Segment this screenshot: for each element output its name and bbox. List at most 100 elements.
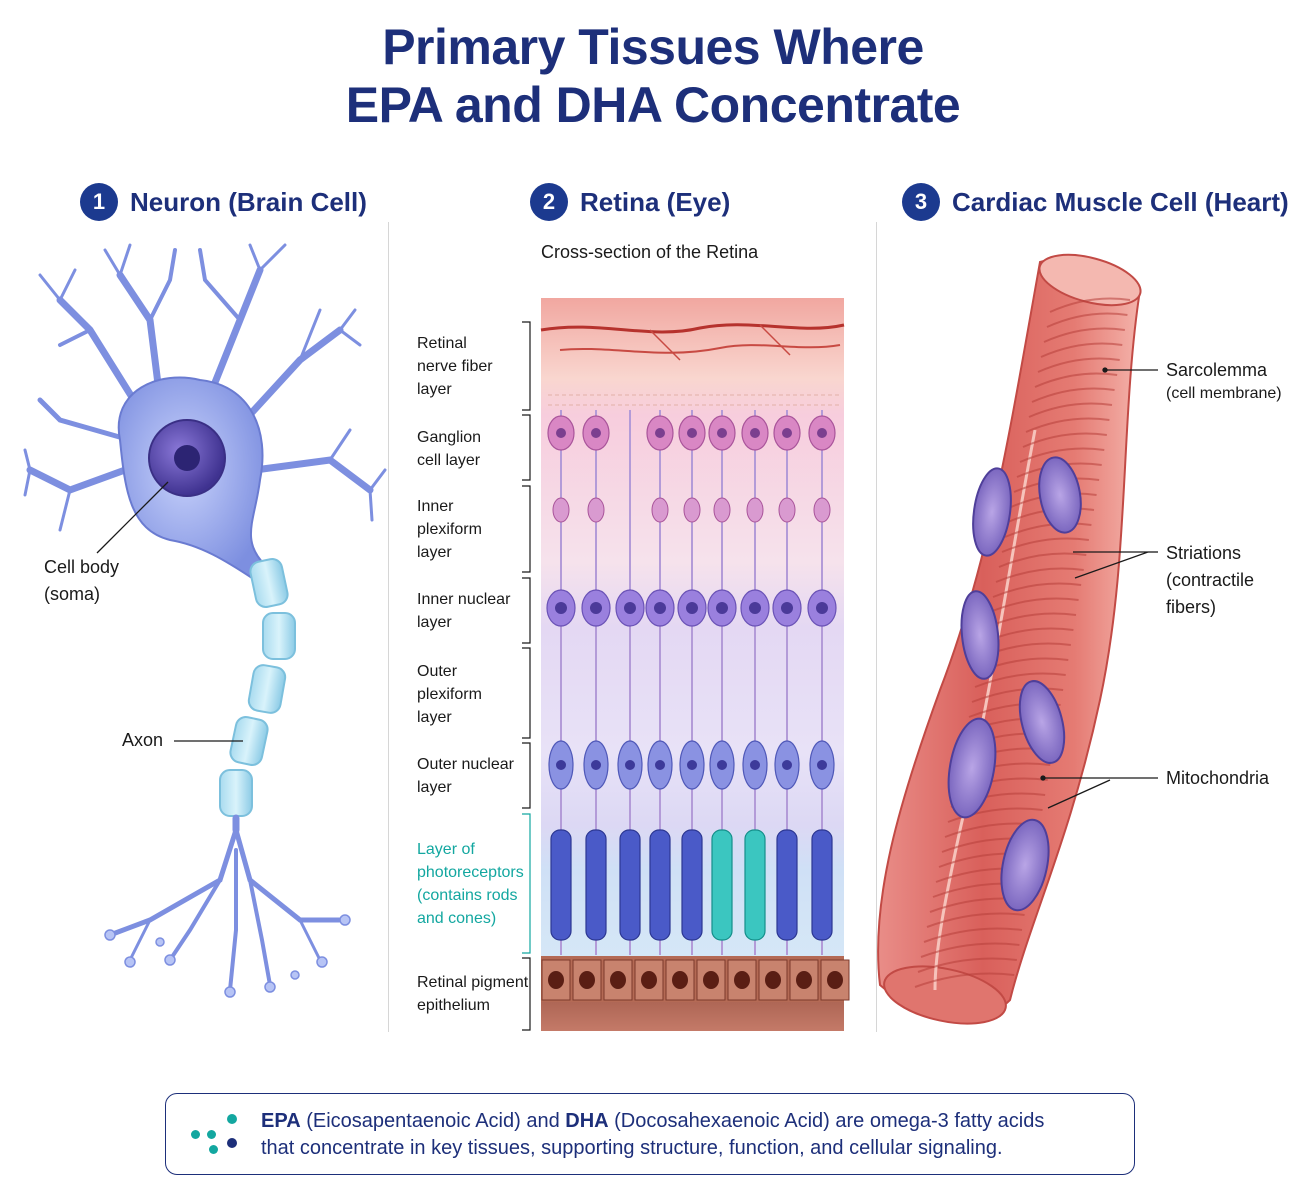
retina-illustration <box>540 298 850 1031</box>
rod-photoreceptor <box>550 829 572 941</box>
footer-note: EPA (Eicosapentaenoic Acid) and DHA (Doc… <box>165 1093 1135 1175</box>
inner-nuclear-nucleus <box>749 602 761 614</box>
epa-abbr: EPA <box>261 1110 301 1132</box>
layer-text: layer <box>417 779 452 796</box>
outer-nuclear-nucleus <box>782 760 792 770</box>
inner-nuclear-nucleus <box>781 602 793 614</box>
molecule-icon <box>227 1114 237 1124</box>
plexiform-cell <box>813 497 831 523</box>
inner-nuclear-nucleus <box>590 602 602 614</box>
plexiform-cell <box>713 497 731 523</box>
striation-line <box>1001 537 1089 553</box>
striation-line <box>1034 372 1118 388</box>
layer-pigment-epithelium: Retinal pigment epithelium <box>417 971 528 1017</box>
pigment-nucleus <box>827 971 843 989</box>
section-number-3: 3 <box>902 183 940 221</box>
striation-line <box>974 672 1066 688</box>
footer-text: EPA (Eicosapentaenoic Acid) and DHA (Doc… <box>261 1108 1121 1162</box>
plexiform-cell <box>683 497 701 523</box>
molecule-dot <box>209 1145 218 1154</box>
outer-nuclear-nucleus <box>717 760 727 770</box>
layer-text: Inner nuclear <box>417 591 511 608</box>
layer-photoreceptors: Layer of photoreceptors (contains rods a… <box>417 838 524 930</box>
ganglion-nucleus <box>750 428 760 438</box>
layer-text: layer <box>417 614 452 631</box>
inner-nuclear-nucleus <box>624 602 636 614</box>
layer-nerve-fiber: Retinal nerve fiber layer <box>417 332 493 401</box>
epa-full: (Eicosapentaenoic Acid) and <box>300 1110 566 1132</box>
layer-inner-plexiform: Inner plexiform layer <box>417 495 482 564</box>
striation-line <box>1022 432 1108 448</box>
pigment-nucleus <box>579 971 595 989</box>
plexiform-cell <box>778 497 796 523</box>
cardiac-cell-illustration <box>877 253 1142 1025</box>
layer-text: layer <box>417 544 452 561</box>
label-sarcolemma-title: Sarcolemma <box>1166 360 1268 380</box>
axon-terminal-bulbs <box>104 914 351 998</box>
striation-line <box>1049 297 1131 313</box>
layer-text: layer <box>417 381 452 398</box>
pigment-nucleus <box>548 971 564 989</box>
label-striations: Striations (contractile fibers) <box>1166 540 1254 621</box>
pigment-cell <box>696 959 726 1001</box>
striation-line <box>1025 417 1110 433</box>
rod-photoreceptor <box>619 829 641 941</box>
pigment-nucleus <box>765 971 781 989</box>
layer-text: (contains rods <box>417 887 518 904</box>
plexiform-cell <box>587 497 605 523</box>
divider-left <box>388 222 389 1032</box>
layer-text: Ganglion <box>417 429 482 446</box>
outer-nuclear-nucleus <box>817 760 827 770</box>
section-title-neuron: Neuron (Brain Cell) <box>130 186 367 217</box>
inner-nuclear-nucleus <box>555 602 567 614</box>
cardiac-leaders <box>1040 367 1158 809</box>
pigment-nucleus <box>641 971 657 989</box>
section-neuron-heading: 1 Neuron (Brain Cell) <box>80 180 367 224</box>
layer-text: Retinal <box>417 335 467 352</box>
label-striations-line1: Striations <box>1166 543 1242 563</box>
footer-line-1: EPA (Eicosapentaenoic Acid) and DHA (Doc… <box>261 1108 1121 1135</box>
label-striations-line3: fibers) <box>1166 597 1217 617</box>
ganglion-nucleus <box>717 428 727 438</box>
ganglion-nucleus <box>556 428 566 438</box>
layer-text: Layer of <box>417 841 475 858</box>
section-number-1: 1 <box>80 183 118 221</box>
dha-full: (Docosahexaenoic Acid) are omega-3 fatty… <box>608 1110 1045 1132</box>
layer-text: epithelium <box>417 997 490 1014</box>
label-cell-body-line1: Cell body <box>44 557 120 577</box>
outer-nuclear-nucleus <box>655 760 665 770</box>
striation-line <box>920 942 1020 958</box>
inner-nuclear-nucleus <box>816 602 828 614</box>
ganglion-nucleus <box>687 428 697 438</box>
striation-line <box>1046 312 1128 328</box>
layer-inner-nuclear: Inner nuclear layer <box>417 588 510 634</box>
label-cell-body: Cell body (soma) <box>44 556 119 606</box>
outer-nuclear-nucleus <box>687 760 697 770</box>
striation-line <box>1037 357 1120 373</box>
cone-photoreceptor <box>744 829 766 941</box>
footer-line-2: that concentrate in key tissues, support… <box>261 1137 1003 1159</box>
section-retina-heading: 2 Retina (Eye) <box>530 180 730 224</box>
striation-line <box>1028 402 1113 418</box>
section-number-2: 2 <box>530 183 568 221</box>
retina-subtitle: Cross-section of the Retina <box>541 242 759 262</box>
title-line-2: EPA and DHA Concentrate <box>345 77 961 133</box>
ganglion-nucleus <box>817 428 827 438</box>
rod-photoreceptor <box>776 829 798 941</box>
layer-text: photoreceptors <box>417 864 524 881</box>
inner-nuclear-nucleus <box>716 602 728 614</box>
molecule-dot <box>227 1138 237 1148</box>
plexiform-cell <box>651 497 669 523</box>
outer-nuclear-nucleus <box>750 760 760 770</box>
striation-line <box>1004 522 1092 538</box>
cone-photoreceptor <box>711 829 733 941</box>
outer-nuclear-nucleus <box>625 760 635 770</box>
label-axon: Axon <box>122 730 164 750</box>
striation-line <box>1019 447 1105 463</box>
rod-photoreceptor <box>585 829 607 941</box>
ganglion-nucleus <box>655 428 665 438</box>
section-cardiac-heading: 3 Cardiac Muscle Cell (Heart) <box>902 180 1289 224</box>
pigment-nucleus <box>703 971 719 989</box>
striation-line <box>989 597 1079 613</box>
